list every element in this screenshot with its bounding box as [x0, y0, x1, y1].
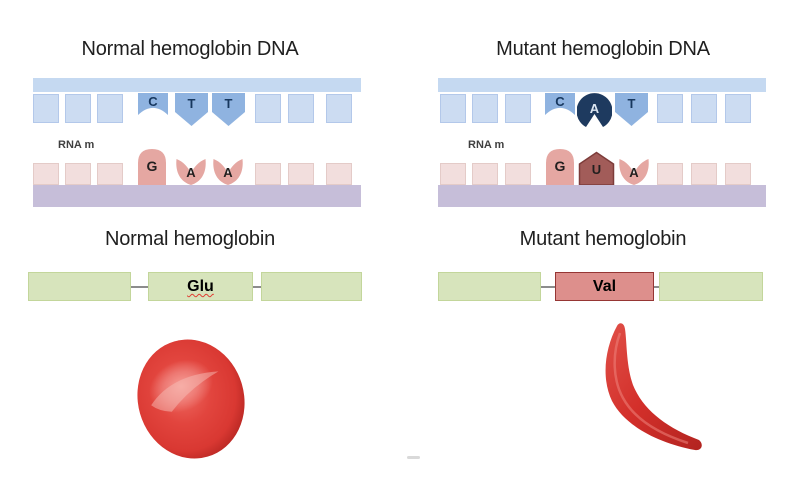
rna-square — [65, 163, 91, 185]
dna-square — [691, 94, 717, 123]
banner-shape-icon — [138, 93, 168, 115]
peptide-connector — [131, 286, 148, 288]
peptide-connector — [654, 286, 659, 288]
rna-square — [691, 163, 717, 185]
dna-square — [255, 94, 281, 123]
base-letter: T — [627, 96, 636, 111]
dna-square — [97, 94, 123, 123]
peptide-segment-glu: Glu — [148, 272, 253, 301]
dna-square — [288, 94, 314, 123]
rna-square — [33, 163, 59, 185]
base-letter: A — [223, 165, 233, 180]
sickle-red-blood-cell-icon — [605, 323, 702, 451]
arch-shape-icon — [546, 149, 574, 185]
notched-circle-shape-icon — [577, 93, 612, 127]
peptide-segment — [261, 272, 362, 301]
normal-red-blood-cell-icon — [137, 339, 245, 459]
rna-base-a: A — [211, 156, 245, 186]
peptide-segment — [659, 272, 763, 301]
base-letter: C — [555, 94, 565, 109]
rna-base-a: A — [617, 156, 651, 186]
banner-shape-icon — [545, 93, 575, 115]
rna-square — [97, 163, 123, 185]
dna-base-t: T — [615, 93, 648, 127]
normal-protein-title: Normal hemoglobin — [104, 228, 276, 250]
petal-shape-icon — [176, 159, 206, 185]
dna-square — [65, 94, 91, 123]
petal-shape-icon — [619, 159, 649, 185]
dna-square — [725, 94, 751, 123]
base-letter: C — [148, 94, 158, 109]
rna-square — [326, 163, 352, 185]
dna-base-t: T — [175, 93, 208, 127]
mutant-ribosome-bar — [438, 185, 766, 207]
normal-dna-title: Normal hemoglobin DNA — [81, 38, 299, 60]
base-letter: A — [186, 165, 196, 180]
rna-base-a: A — [174, 156, 208, 186]
rna-base-g: G — [545, 148, 575, 185]
mutant-rna-label: RNA m — [468, 139, 505, 151]
rna-square — [505, 163, 531, 185]
base-letter: G — [554, 158, 566, 174]
peptide-connector — [541, 286, 555, 288]
rna-base-g: G — [137, 148, 167, 185]
peptide-segment-val: Val — [555, 272, 654, 301]
small-dash-artifact — [407, 456, 420, 459]
rna-square — [440, 163, 466, 185]
dna-square — [657, 94, 683, 123]
normal-rna-label: RNA m — [58, 139, 95, 151]
rna-base-u-mutated: U — [578, 151, 615, 186]
base-letter: T — [224, 96, 233, 111]
pennant-shape-icon — [175, 93, 208, 126]
base-letter: A — [589, 101, 600, 116]
rna-square — [288, 163, 314, 185]
mutant-dna-title: Mutant hemoglobin DNA — [496, 38, 710, 60]
pennant-shape-icon — [212, 93, 245, 126]
amino-acid-label: Val — [592, 278, 617, 295]
amino-acid-label: Glu — [187, 278, 214, 295]
base-letter: T — [187, 96, 196, 111]
pennant-shape-icon — [615, 93, 648, 126]
mutant-protein-title: Mutant hemoglobin — [519, 228, 687, 250]
petal-shape-icon — [213, 159, 243, 185]
dna-square — [33, 94, 59, 123]
dna-square — [472, 94, 498, 123]
rna-square — [657, 163, 683, 185]
base-letter: A — [629, 165, 639, 180]
rna-square — [255, 163, 281, 185]
dna-square — [440, 94, 466, 123]
dna-base-c: C — [138, 93, 168, 123]
peptide-connector — [253, 286, 261, 288]
dna-base-t: T — [212, 93, 245, 127]
rna-square — [472, 163, 498, 185]
base-letter: U — [591, 162, 602, 177]
arch-shape-icon — [138, 149, 166, 185]
dna-square — [326, 94, 352, 123]
peptide-segment — [438, 272, 541, 301]
normal-ribosome-bar — [33, 185, 361, 207]
dna-base-a-mutated: A — [577, 92, 612, 130]
normal-dna-strand-bar — [33, 78, 361, 92]
peptide-segment — [28, 272, 131, 301]
rna-square — [725, 163, 751, 185]
dna-base-c: C — [545, 93, 575, 123]
dna-square — [505, 94, 531, 123]
mutant-dna-strand-bar — [438, 78, 766, 92]
base-letter: G — [146, 158, 158, 174]
